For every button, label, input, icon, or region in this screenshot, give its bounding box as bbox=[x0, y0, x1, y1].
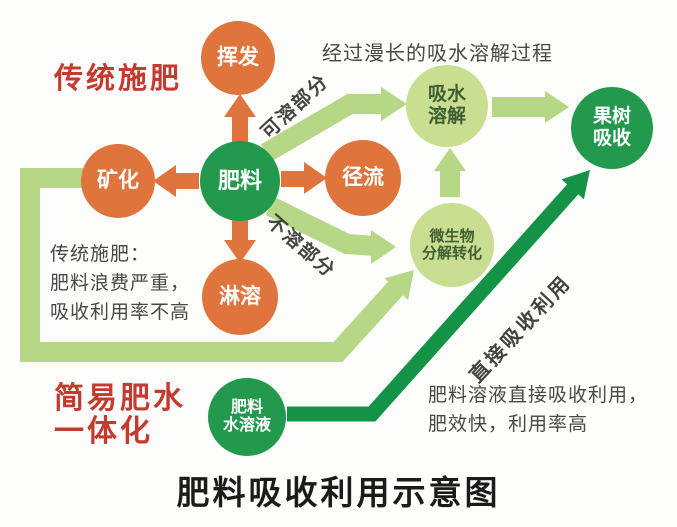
traditional-note-line1: 传统施肥： bbox=[50, 244, 151, 265]
traditional-note-line2: 肥料浪费严重， bbox=[50, 273, 191, 294]
dissolve-process-note: 经过漫长的吸水溶解过程 bbox=[322, 43, 553, 65]
node-volatilization: 挥发 bbox=[201, 21, 275, 95]
arrow-fertilizer-to-microbe bbox=[265, 197, 396, 264]
arrow-fertilizer-to-mineralization bbox=[153, 165, 199, 197]
arrow-solution-to-fruit-direct bbox=[287, 170, 590, 422]
arrow-fertilizer-to-leaching bbox=[224, 218, 256, 263]
solution-note-line2: 肥效快，利用率高 bbox=[428, 414, 589, 435]
simple-heading-line2: 一体化 bbox=[54, 415, 153, 448]
node-fertilizer-label: 肥料 bbox=[217, 168, 262, 194]
node-fruit-line2: 吸收 bbox=[592, 128, 631, 149]
arrow-fertilizer-to-volatilization bbox=[224, 94, 256, 144]
node-fertilizer-solution: 肥料 水溶液 bbox=[208, 378, 286, 456]
node-leaching-label: 淋溶 bbox=[219, 284, 261, 308]
loop-arrow-mineralization-to-microbe bbox=[20, 168, 414, 362]
arrow-microbe-to-dissolve bbox=[434, 148, 466, 197]
node-water-dissolve-line2: 溶解 bbox=[427, 106, 466, 127]
solution-note-line1: 肥料溶液直接吸收利用， bbox=[428, 385, 649, 406]
node-runoff-label: 径流 bbox=[342, 165, 384, 189]
simple-heading-line1: 简易肥水 bbox=[54, 382, 186, 415]
node-microbe-transform: 微生物 分解转化 bbox=[410, 203, 494, 287]
node-leaching: 淋溶 bbox=[202, 259, 278, 335]
node-water-dissolve-line1: 吸水 bbox=[427, 84, 466, 106]
node-fruit-line1: 果树 bbox=[592, 106, 631, 128]
arrow-fertilizer-to-runoff bbox=[281, 162, 327, 194]
solution-note: 肥料溶液直接吸收利用， 肥效快，利用率高 bbox=[428, 381, 648, 439]
node-mineralization: 矿化 bbox=[81, 144, 155, 218]
diagram-title: 肥料吸收利用示意图 bbox=[176, 474, 501, 511]
node-solution-line2: 水溶液 bbox=[222, 417, 271, 434]
node-fruit-tree-absorb: 果树 吸收 bbox=[571, 87, 653, 169]
node-microbe-line1: 微生物 bbox=[429, 227, 475, 245]
traditional-note-line3: 吸收利用率不高 bbox=[50, 302, 191, 323]
node-microbe-line2: 分解转化 bbox=[421, 245, 482, 262]
simple-integration-heading: 简易肥水 一体化 bbox=[54, 382, 186, 448]
arrow-fertilizer-to-dissolve bbox=[260, 87, 407, 162]
arrow-dissolve-to-fruit bbox=[492, 91, 569, 123]
node-solution-line1: 肥料 bbox=[230, 398, 263, 416]
node-volatilization-label: 挥发 bbox=[217, 45, 259, 69]
node-water-dissolve: 吸水 溶解 bbox=[406, 65, 488, 147]
node-fertilizer: 肥料 bbox=[200, 141, 280, 221]
traditional-note: 传统施肥： 肥料浪费严重， 吸收利用率不高 bbox=[50, 240, 190, 327]
node-mineralization-label: 矿化 bbox=[97, 168, 139, 192]
traditional-fertilization-heading: 传统施肥 bbox=[54, 63, 183, 95]
node-runoff: 径流 bbox=[325, 140, 401, 216]
